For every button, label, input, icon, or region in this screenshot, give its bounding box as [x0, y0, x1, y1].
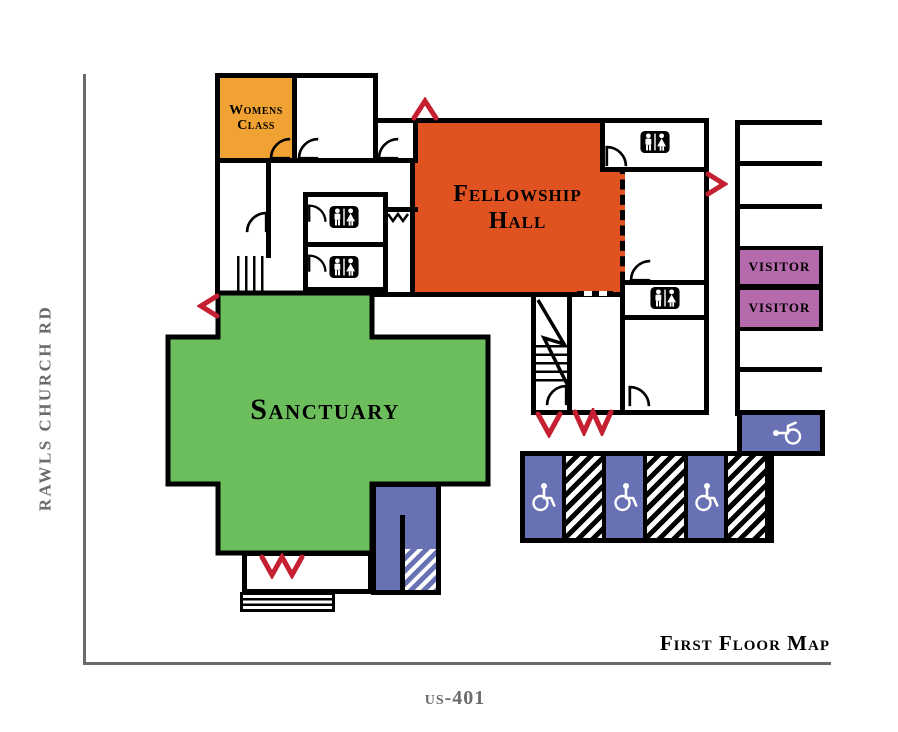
wheelchair-icon: [612, 482, 638, 512]
folding-door-icon: [386, 212, 410, 224]
womens-class-label-line1: Womens: [229, 102, 283, 118]
door-arc: [544, 383, 570, 409]
interior-wall: [266, 158, 271, 258]
stairs-west: [237, 256, 269, 294]
visitor-parking-space: VISITOR: [736, 286, 823, 331]
door-arc: [306, 201, 328, 227]
accessible-parking-space: [606, 456, 644, 538]
ramp-wall: [400, 515, 405, 593]
restroom-icon: [329, 255, 359, 279]
ramp-hatch-area: [405, 549, 436, 590]
door-arc: [296, 136, 322, 162]
access-aisle: [561, 456, 607, 538]
womens-class-label-line2: Class: [237, 118, 275, 133]
stair-arrow: [536, 299, 570, 387]
interior-wall: [383, 207, 418, 212]
visitor-label: VISITOR: [748, 300, 811, 316]
door-arc: [603, 144, 629, 170]
door-arc: [628, 258, 654, 284]
fellowship-hall-label-line1: Fellowship: [453, 181, 582, 208]
classroom: [292, 73, 378, 163]
restroom-icon: [650, 286, 680, 310]
road-label-south: us-401: [424, 687, 486, 709]
exterior-door-arc: [197, 293, 220, 319]
door-arc: [376, 136, 402, 162]
exterior-door-arc: [705, 171, 728, 197]
exterior-double-door-arc: [572, 408, 614, 436]
wheelchair-icon: [772, 421, 802, 447]
door-arc: [244, 210, 270, 236]
parking-space-line: [737, 120, 822, 125]
road-label-west: RAWLS CHURCH RD: [35, 304, 55, 512]
parking-space-line: [737, 367, 822, 372]
access-aisle: [724, 456, 770, 538]
access-aisle: [643, 456, 688, 538]
sanctuary-label: Sanctuary: [250, 392, 400, 426]
visitor-parking-space: VISITOR: [736, 246, 823, 288]
exterior-door-arc: [535, 411, 563, 438]
corridor-south: [567, 292, 625, 415]
exterior-door-arc: [411, 97, 439, 121]
wheelchair-icon: [530, 482, 556, 512]
accessible-parking-lot: [520, 451, 774, 543]
road-line-west: [83, 74, 86, 664]
wheelchair-icon: [693, 482, 719, 512]
door-arc: [268, 136, 294, 162]
map-title: First Floor Map: [659, 631, 830, 655]
road-line-south: [83, 662, 831, 665]
door-arc: [626, 384, 652, 410]
accessible-parking-space: [687, 456, 725, 538]
van-accessible-space: [737, 410, 825, 456]
womens-class-room: Womens Class: [215, 73, 297, 163]
parking-space-line: [737, 161, 822, 166]
fellowship-hall-label-line2: Hall: [488, 207, 547, 234]
restroom-icon: [329, 205, 359, 229]
accessible-parking-space: [525, 456, 562, 538]
visitor-label: VISITOR: [748, 258, 811, 274]
wall-opening: [577, 291, 613, 296]
porch-steps: [240, 592, 335, 612]
door-arc: [306, 251, 328, 277]
fellowship-hall-room: Fellowship Hall: [410, 118, 625, 297]
restroom-icon: [640, 130, 670, 154]
exterior-double-door-arc: [259, 553, 305, 579]
parking-space-line: [737, 204, 822, 209]
